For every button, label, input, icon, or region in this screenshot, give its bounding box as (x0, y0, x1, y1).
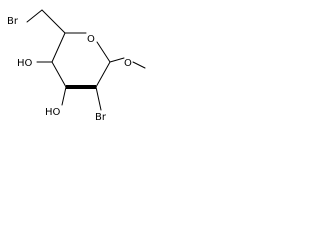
methoxy-oxygen-label: O (124, 58, 132, 69)
c1-c2-bond (95, 61, 111, 88)
c3-c4-bond (51, 61, 67, 88)
c4-c5-bond (51, 32, 66, 63)
hydroxyl-bottom-label: HO (45, 107, 61, 118)
hydroxyl-left-label: HO (17, 58, 33, 69)
o-ch3-bond (132, 61, 146, 69)
ch2-c5-bond (41, 9, 66, 34)
molecule-diagram: Br O O HO HO Br (7, 9, 146, 123)
c1-ome-bond (109, 57, 125, 63)
o-c1-bond (96, 41, 111, 63)
ring-oxygen-label: O (87, 34, 95, 45)
bromine-top-label: Br (7, 16, 19, 27)
c3-ho-bond (61, 86, 67, 106)
c2-br-bond (95, 86, 102, 111)
bromine-bottom-label: Br (95, 112, 107, 123)
br-ch2-bond (26, 9, 43, 23)
c2-c3-bold-bond (66, 85, 96, 89)
